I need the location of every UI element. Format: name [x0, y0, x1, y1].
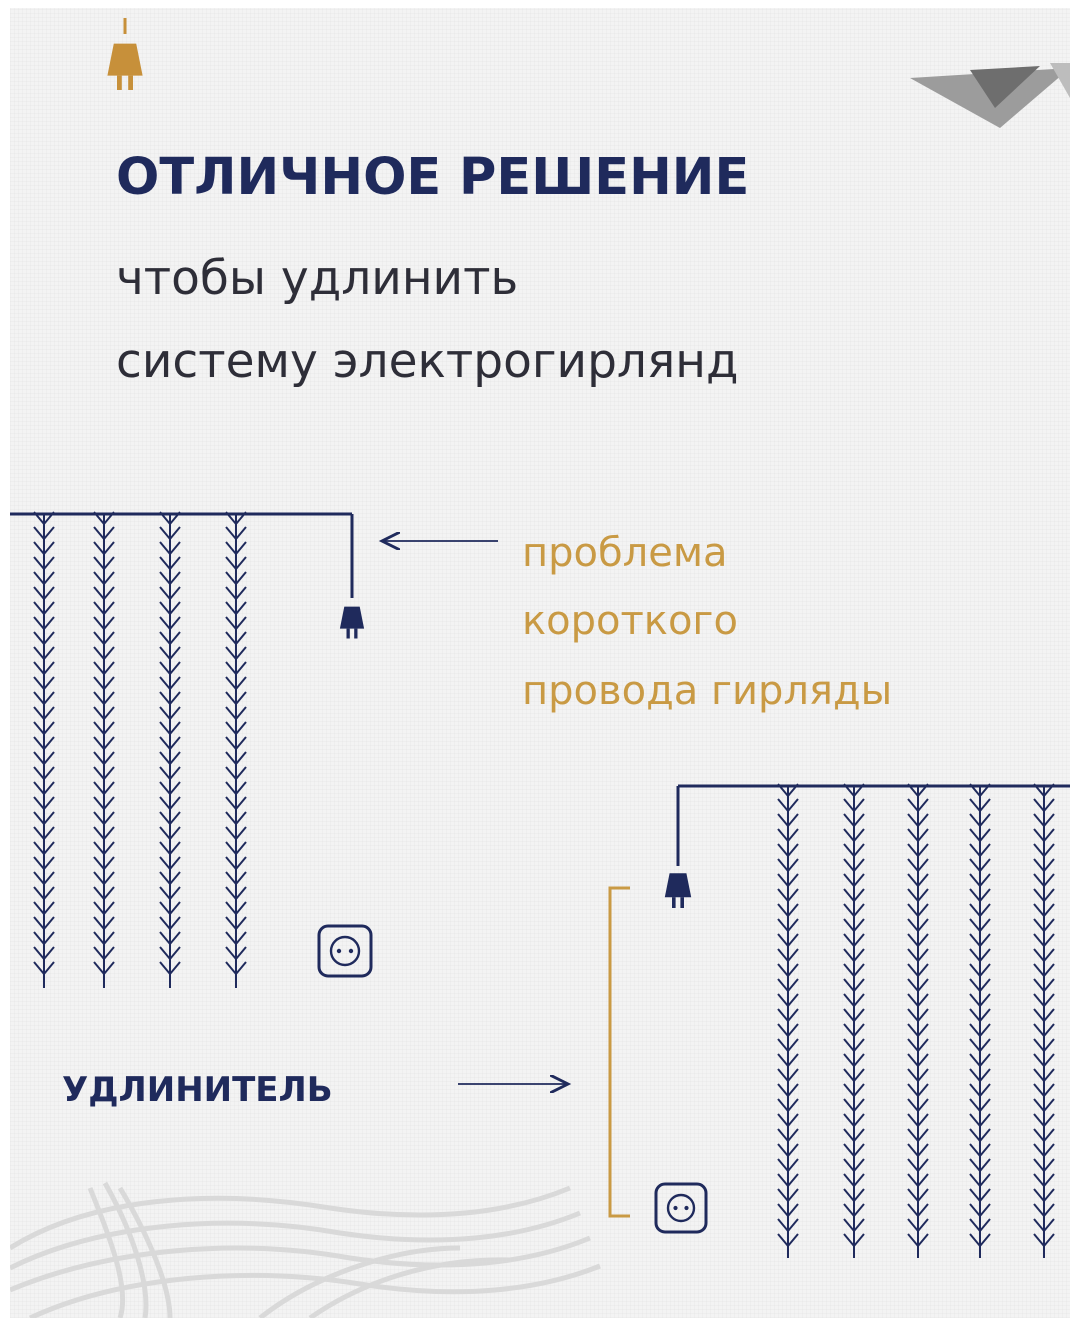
problem-note-line-2: короткого: [522, 598, 738, 644]
garland-strand: [33, 511, 55, 988]
garland-strand: [159, 511, 181, 988]
extension-cord: [608, 886, 630, 1218]
garland-strand: [907, 783, 929, 1258]
plug-icon: [664, 873, 692, 908]
subtitle-line-1: чтобы удлинить: [116, 251, 519, 306]
infographic-frame: ОТЛИЧНОЕ РЕШЕНИЕ чтобы удлинить систему …: [10, 8, 1070, 1318]
subtitle-line-2: систему электрогирлянд: [116, 334, 739, 389]
socket-icon: [654, 1182, 708, 1234]
page-title: ОТЛИЧНОЕ РЕШЕНИЕ: [116, 148, 750, 207]
problem-note-line-1: проблема: [522, 530, 728, 576]
garland-strand: [969, 783, 991, 1258]
garland-strand: [1033, 783, 1055, 1258]
garland-left: [10, 511, 354, 988]
garland-strand: [93, 511, 115, 988]
logo-icon: [910, 63, 1070, 128]
garland-right: [676, 783, 1070, 1258]
garland-strand: [225, 511, 247, 988]
extension-label: УДЛИНИТЕЛЬ: [62, 1070, 333, 1110]
problem-note-line-3: провода гирляды: [522, 668, 893, 714]
garland-strand: [777, 783, 799, 1258]
plug-icon: [107, 18, 143, 90]
socket-icon: [317, 924, 373, 978]
cable-coil-image: [10, 1181, 601, 1318]
garland-strand: [843, 783, 865, 1258]
plug-icon: [339, 606, 365, 639]
diagram-canvas: [10, 18, 1070, 1318]
